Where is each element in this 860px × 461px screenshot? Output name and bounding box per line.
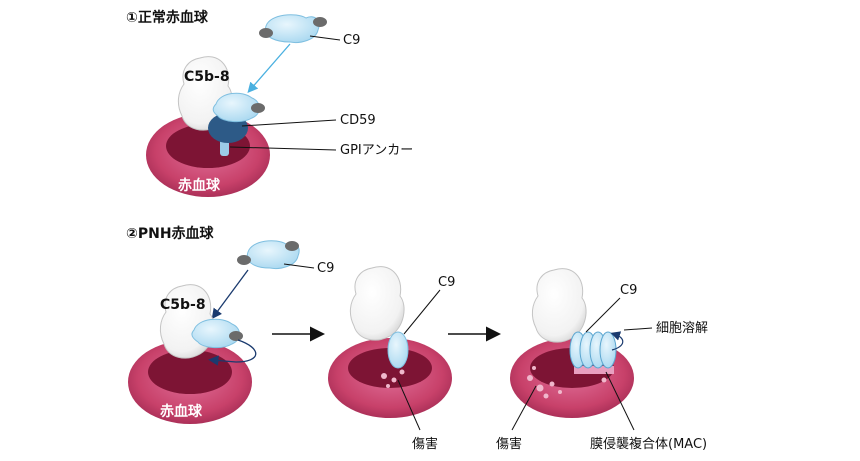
rbc-pnh-2 [328, 338, 452, 418]
c5b8-label-1: C5b-8 [184, 69, 230, 85]
rbc-label-2: 赤血球 [160, 403, 203, 420]
c9-label-2: C9 [317, 261, 334, 276]
lysis-label: 細胞溶解 [656, 321, 708, 336]
c9-label-4: C9 [620, 283, 637, 298]
damage-label-2: 傷害 [496, 436, 522, 452]
c9-free-molecule [259, 14, 327, 43]
gpi-anchor-label: GPIアンカー [340, 143, 413, 158]
c9-bound-molecule [212, 92, 265, 123]
section1-title: ①正常赤血球 [126, 9, 209, 26]
c5b8-complex-3 [349, 266, 405, 341]
c5b8-complex-4 [531, 268, 587, 343]
c9-approach-arrow [247, 43, 291, 93]
c5b8-label-2: C5b-8 [160, 297, 206, 313]
damage-label-1: 傷害 [412, 436, 438, 452]
c9-label-1: C9 [343, 33, 360, 48]
section2-title: ②PNH赤血球 [126, 225, 215, 242]
c9-insertion-arrow [208, 339, 257, 366]
mac-c9-cluster [569, 331, 617, 369]
cd59-label: CD59 [340, 113, 376, 128]
mac-pore-base [574, 366, 614, 374]
c9-approach-arrow-2 [211, 269, 249, 320]
c9-inserted-molecule [387, 331, 409, 369]
c9-binding-molecule [191, 318, 243, 349]
lysis-arrow [610, 331, 624, 351]
rbc-label-1: 赤血球 [178, 177, 221, 194]
c9-free-molecule-2 [237, 240, 300, 269]
c9-label-3: C9 [438, 275, 455, 290]
mac-label: 膜侵襲複合体(MAC) [590, 436, 707, 452]
